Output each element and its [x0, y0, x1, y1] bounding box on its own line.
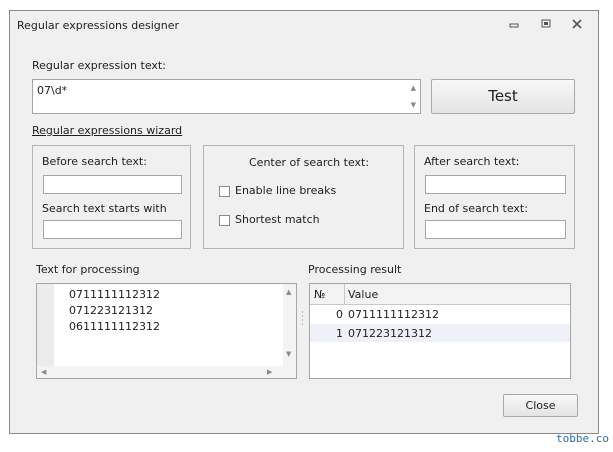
minimize-icon[interactable]: [507, 18, 521, 32]
line-breaks-checkbox[interactable]: [219, 186, 230, 197]
processing-line: 0611111112312: [69, 320, 160, 333]
line-breaks-label[interactable]: Enable line breaks: [235, 184, 337, 197]
after-search-group: After search text: End of search text:: [414, 145, 575, 249]
scroll-up-icon[interactable]: ▲: [410, 84, 416, 92]
vertical-scrollbar[interactable]: ▲ ▼: [283, 284, 296, 366]
after-search-input[interactable]: [425, 175, 566, 194]
before-search-label: Before search text:: [42, 155, 147, 168]
before-search-group: Before search text: Search text starts w…: [32, 145, 191, 249]
test-button[interactable]: Test: [431, 79, 575, 114]
starts-with-input[interactable]: [43, 220, 182, 239]
result-label: Processing result: [308, 263, 402, 276]
row-value: 071223121312: [348, 327, 432, 340]
center-search-group: Center of search text: Enable line break…: [203, 145, 404, 249]
center-search-title: Center of search text:: [249, 156, 370, 169]
scroll-right-icon[interactable]: ▶: [267, 368, 273, 376]
scroll-down-icon[interactable]: ▼: [286, 350, 292, 358]
column-divider: [344, 284, 345, 304]
starts-with-label: Search text starts with: [42, 202, 167, 215]
close-icon[interactable]: [570, 18, 584, 32]
scroll-left-icon[interactable]: ◀: [41, 368, 47, 376]
regex-value: 07\d*: [37, 84, 68, 97]
title-bar[interactable]: Regular expressions designer: [10, 11, 598, 41]
row-number: 0: [336, 308, 343, 321]
watermark: tobbe.co: [556, 432, 609, 445]
window-title: Regular expressions designer: [17, 19, 180, 32]
processing-line: 0711111112312: [69, 288, 160, 301]
processing-textarea[interactable]: 0711111112312 071223121312 0611111112312…: [36, 283, 297, 379]
horizontal-scrollbar[interactable]: ◀ ▶: [37, 366, 296, 378]
regex-label: Regular expression text:: [32, 59, 166, 72]
column-header-number[interactable]: №: [314, 288, 326, 301]
result-grid[interactable]: № Value 0 0711111112312 1 071223121312: [309, 283, 571, 379]
table-row[interactable]: 1 071223121312: [310, 324, 570, 342]
processing-line: 071223121312: [69, 304, 153, 317]
splitter-handle[interactable]: ····: [301, 308, 304, 330]
shortest-match-checkbox[interactable]: [219, 215, 230, 226]
shortest-match-label[interactable]: Shortest match: [235, 213, 320, 226]
regex-wizard-link[interactable]: Regular expressions wizard: [32, 124, 183, 137]
end-of-search-input[interactable]: [425, 220, 566, 239]
regex-input[interactable]: 07\d* ▲ ▼: [32, 79, 421, 114]
processing-label: Text for processing: [36, 263, 140, 276]
row-number: 1: [336, 327, 343, 340]
result-grid-header: № Value: [310, 284, 570, 305]
column-header-value[interactable]: Value: [348, 288, 379, 301]
table-row[interactable]: 0 0711111112312: [310, 305, 570, 323]
row-value: 0711111112312: [348, 308, 439, 321]
restore-icon[interactable]: [539, 18, 553, 32]
after-search-label: After search text:: [424, 155, 520, 168]
line-gutter: [37, 284, 54, 366]
before-search-input[interactable]: [43, 175, 182, 194]
end-of-search-label: End of search text:: [424, 202, 528, 215]
scroll-down-icon[interactable]: ▼: [410, 101, 416, 109]
scroll-up-icon[interactable]: ▲: [286, 288, 292, 296]
close-button[interactable]: Close: [503, 394, 578, 417]
regex-designer-window: Regular expressions designer Regular exp…: [9, 10, 599, 434]
